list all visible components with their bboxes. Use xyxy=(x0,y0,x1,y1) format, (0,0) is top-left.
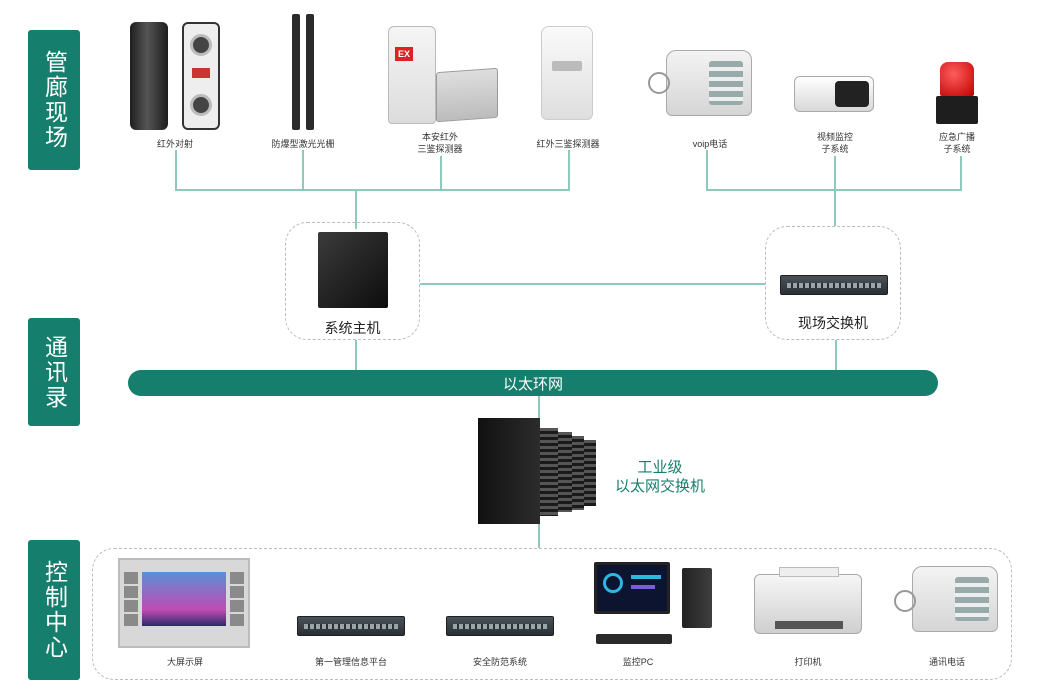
keyboard-icon xyxy=(596,634,672,644)
control-center-box xyxy=(92,548,1012,680)
intrinsic-ir-detector-icon: EX xyxy=(388,26,436,124)
ex-badge: EX xyxy=(395,47,413,61)
connector-line xyxy=(355,340,357,372)
video-monitor-label: 视频监控 子系统 xyxy=(816,132,853,154)
section-tab-comm: 通讯录 xyxy=(28,318,80,426)
connector-line xyxy=(538,396,540,418)
emergency-broadcast-label: 应急广播 子系统 xyxy=(938,132,975,154)
field-switch-label: 现场交换机 xyxy=(798,315,868,331)
laser-grating-left-icon xyxy=(292,14,300,130)
system-host-label: 系统主机 xyxy=(324,320,381,336)
field-switch-box xyxy=(765,226,901,340)
infrared-beam-receiver-icon xyxy=(182,22,220,130)
field-switch-icon xyxy=(780,275,888,295)
alarm-base-icon xyxy=(936,96,978,124)
connector-line xyxy=(440,156,442,190)
pc-tower-icon xyxy=(682,568,712,628)
junction-box-icon xyxy=(436,67,498,123)
monitor-pc-label: 监控PC xyxy=(622,657,654,667)
alarm-light-icon xyxy=(940,62,974,96)
infrared-beam-transmitter-icon xyxy=(130,22,168,130)
section-tab-comm-label: 通讯录 xyxy=(41,334,68,410)
system-host-icon xyxy=(318,232,388,308)
ir-triple-label: 红外三鉴探测器 xyxy=(536,139,600,149)
section-tab-field-label: 管廊现场 xyxy=(41,50,68,150)
voip-phone-icon xyxy=(666,50,752,116)
connector-line xyxy=(302,150,304,190)
connector-line xyxy=(835,340,837,372)
printer-icon xyxy=(754,567,862,634)
ethernet-ring-label: 以太环网 xyxy=(502,375,563,393)
big-screen-icon xyxy=(118,558,250,648)
section-tab-field: 管廊现场 xyxy=(28,30,80,170)
mgmt-platform-switch-icon xyxy=(297,616,405,636)
connector-line xyxy=(568,150,570,190)
voip-phone-label: voip电话 xyxy=(692,139,728,149)
connector-line xyxy=(960,156,962,190)
mgmt-platform-label: 第一管理信息平台 xyxy=(314,657,387,667)
security-system-label: 安全防范系统 xyxy=(472,657,527,667)
intrinsic-ir-label: 本安红外 三鉴探测器 xyxy=(417,132,463,154)
connector-line xyxy=(175,189,570,191)
connector-line xyxy=(355,189,357,229)
ethernet-ring-bus: 以太环网 xyxy=(128,370,938,396)
system-host-box xyxy=(285,222,420,340)
comm-phone-label: 通讯电话 xyxy=(928,657,965,667)
connector-line xyxy=(420,283,765,285)
laser-grating-right-icon xyxy=(306,14,314,130)
big-screen-label: 大屏示屏 xyxy=(166,657,203,667)
section-tab-control-label: 控制中心 xyxy=(41,560,68,660)
section-tab-control: 控制中心 xyxy=(28,540,80,680)
camera-icon xyxy=(794,76,874,112)
connector-line xyxy=(706,189,962,191)
phone-cord-icon xyxy=(894,590,916,612)
phone-cord-icon xyxy=(648,72,670,94)
printer-label: 打印机 xyxy=(794,657,822,667)
connector-line xyxy=(175,150,177,190)
server-rack-icon xyxy=(478,418,598,524)
connector-line xyxy=(706,150,708,190)
monitor-icon xyxy=(594,562,670,614)
connector-line xyxy=(538,524,540,548)
laser-grating-label: 防爆型激光光栅 xyxy=(271,139,335,149)
connector-line xyxy=(834,156,836,226)
industrial-switch-label: 工业级 以太网交换机 xyxy=(614,459,705,495)
security-system-switch-icon xyxy=(446,616,554,636)
comm-phone-icon xyxy=(912,566,998,632)
ir-triple-detector-icon xyxy=(541,26,593,120)
infrared-beam-label: 红外对射 xyxy=(156,139,193,149)
